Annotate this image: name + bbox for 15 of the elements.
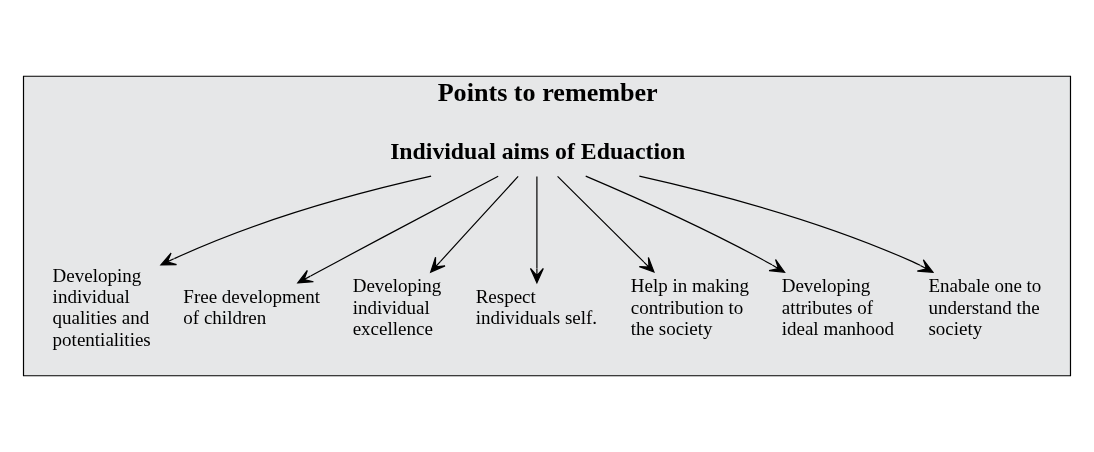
node-text: Respect individuals self. [475,286,598,329]
arrow [557,175,655,273]
node-text: Free development of children [183,286,320,329]
node-text: Enabale one to understand the society [928,275,1042,340]
arrow [638,175,934,273]
arrow [430,175,519,273]
arrow [585,175,786,273]
node-text: Developing individual qualities and potentialities [52,264,151,350]
node-text: Help in making contribution to the society [630,275,749,340]
arrow [160,175,432,266]
node-text: Individual aims of Eduaction [390,138,686,165]
node-text: Developing attributes of ideal manhood [781,275,895,340]
node-text: Developing individual excellence [352,275,442,340]
arrow [529,175,544,284]
arrow [297,175,499,284]
